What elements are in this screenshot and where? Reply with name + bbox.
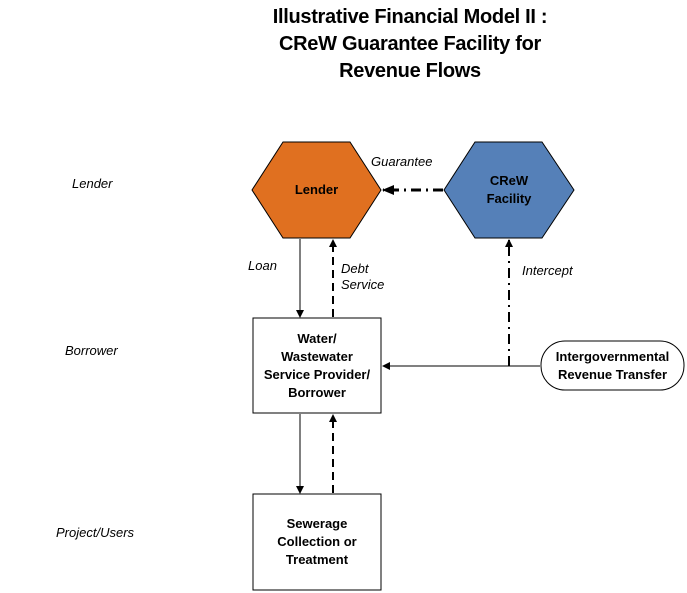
debt-service-label: Debt Service	[341, 261, 384, 293]
borrower-node-text-4: Borrower	[288, 384, 346, 400]
sewerage-node-text-1: Sewerage	[286, 516, 348, 531]
lender-node-text: Lender	[294, 182, 339, 197]
borrower-node-text-1: Water/	[297, 330, 337, 346]
crew-node-text-1: CReW	[489, 173, 529, 188]
intergovernmental-node-text-2: Revenue Transfer	[557, 366, 668, 382]
sewerage-node	[252, 493, 382, 591]
tier-label-lender: Lender	[72, 176, 113, 191]
sewerage-node-label: Sewerage Collection or Treatment	[253, 494, 381, 590]
title-line-2: CReW Guarantee Facility for	[279, 33, 541, 55]
crew-node-text-2: Facility	[486, 191, 532, 206]
crew-facility-node	[443, 141, 575, 239]
diagram-title: Illustrative Financial Model II : CReW G…	[230, 4, 590, 85]
tier-label-project-users: Project/Users	[56, 525, 135, 540]
loan-label: Loan	[248, 258, 277, 273]
debt-service-label-line-1: Debt	[341, 261, 369, 276]
crew-node-label: CReW Facility	[444, 142, 574, 238]
borrower-node	[252, 317, 382, 414]
sewerage-node-text-3: Treatment	[285, 552, 349, 567]
debt-service-label-line-2: Service	[341, 277, 385, 292]
borrower-node-text-2: Wastewater	[281, 348, 353, 364]
guarantee-label: Guarantee	[371, 154, 433, 169]
sewerage-node-text-2: Collection or	[277, 534, 357, 549]
borrower-node-text-3: Service Provider/	[263, 366, 371, 382]
title-line-3: Revenue Flows	[339, 60, 481, 82]
lender-node-label: Lender	[252, 142, 381, 238]
intergovernmental-node-text-1: Intergovernmental	[555, 348, 670, 364]
borrower-node-label: Water/ Wastewater Service Provider/ Borr…	[253, 318, 381, 413]
lender-node	[251, 141, 382, 239]
intercept-label: Intercept	[522, 263, 573, 278]
tier-label-borrower: Borrower	[65, 343, 118, 358]
intergovernmental-node-label: Intergovernmental Revenue Transfer	[541, 341, 684, 390]
title-line-1: Illustrative Financial Model II :	[272, 6, 548, 28]
intergovernmental-node	[540, 340, 685, 391]
